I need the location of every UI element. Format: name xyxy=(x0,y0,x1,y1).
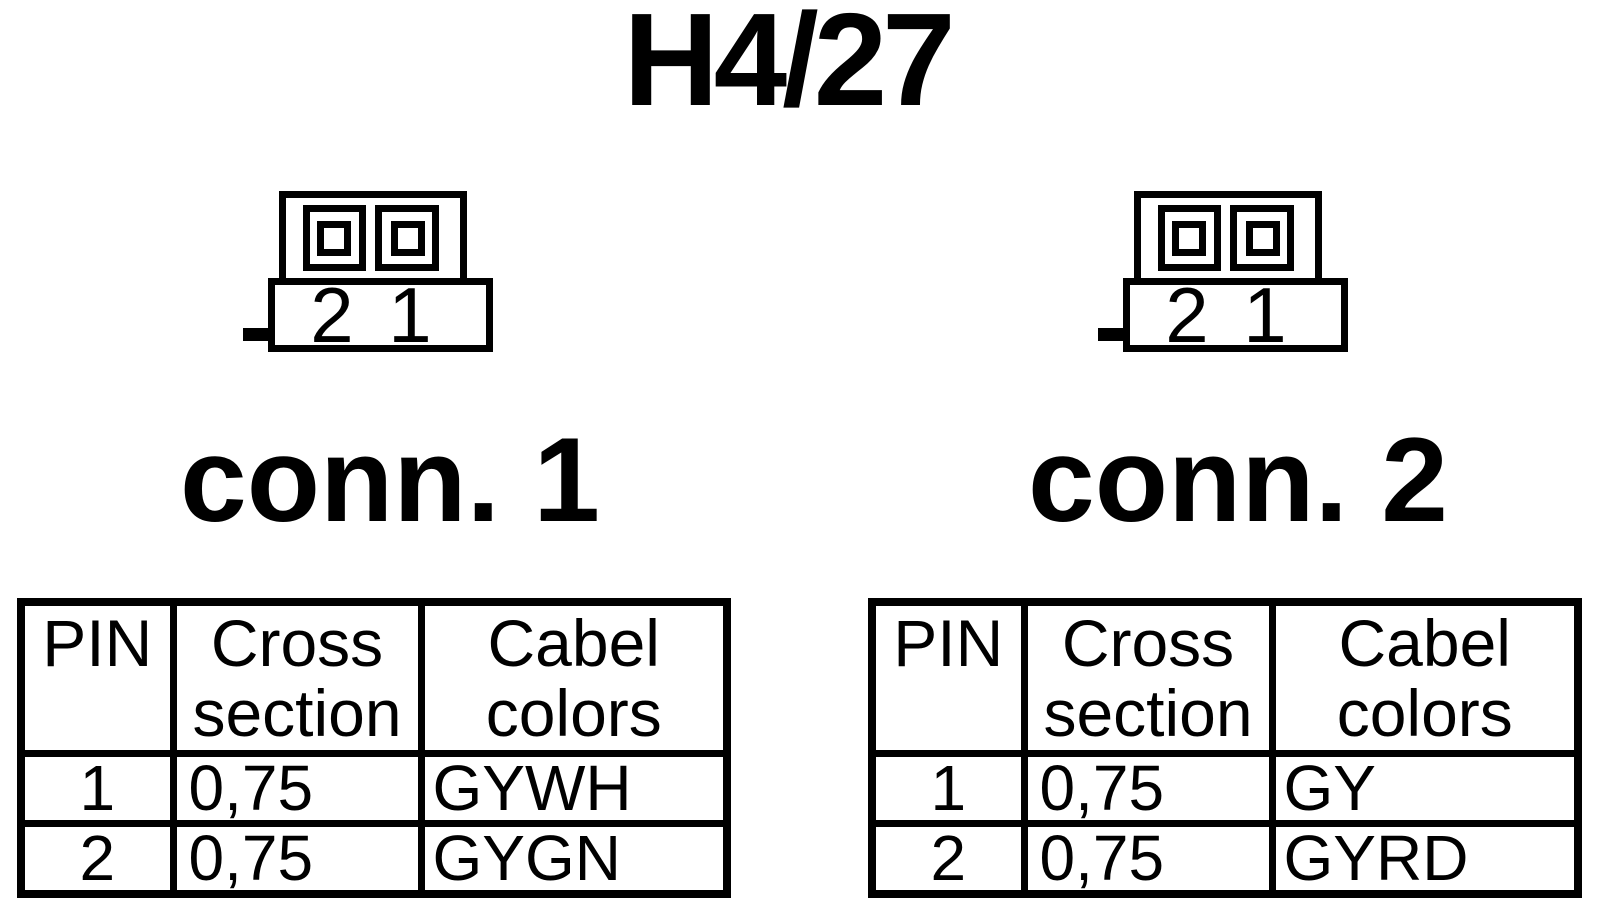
cross-section-cell: 0,75 xyxy=(169,819,425,898)
pin-cell: 1 xyxy=(868,749,1028,827)
connector-2-pin2-cavity-inner xyxy=(1172,221,1206,256)
cable-color-cell: GYWH xyxy=(417,749,731,827)
cable-color-cell: GYRD xyxy=(1268,819,1582,898)
header-line: Cross xyxy=(1061,606,1235,680)
table-row: 1 0,75 GYWH xyxy=(17,749,731,827)
pin-cell: 1 xyxy=(17,749,177,827)
connector-2-diagram: 2 1 xyxy=(1098,191,1348,352)
header-line: colors xyxy=(485,675,662,750)
header-line: Cabel xyxy=(1338,606,1511,680)
table-row: 2 0,75 GYRD xyxy=(868,819,1582,898)
col-header-pin: PIN xyxy=(868,598,1028,757)
connector-1-label: conn. 1 xyxy=(179,413,601,547)
connector-2-pin1-cavity-inner xyxy=(1246,221,1280,256)
connector-1-base xyxy=(268,278,493,352)
connector-2-pin-number-1: 1 xyxy=(1243,271,1286,352)
header-line: colors xyxy=(1336,675,1513,750)
connector-2-label: conn. 2 xyxy=(1027,413,1449,547)
pin-cell: 2 xyxy=(868,819,1028,898)
connector-1-pin2-cavity-inner xyxy=(317,221,351,256)
col-header-pin: PIN xyxy=(17,598,177,757)
connector-1-pin1-cavity-inner xyxy=(391,221,425,256)
cross-section-cell: 0,75 xyxy=(1020,819,1276,898)
cable-color-cell: GYGN xyxy=(417,819,731,898)
table-row: 1 0,75 GY xyxy=(868,749,1582,827)
header-line: section xyxy=(1043,675,1253,750)
connector-2-pin-number-2: 2 xyxy=(1165,271,1208,352)
cross-section-cell: 0,75 xyxy=(1020,749,1276,827)
table-row: 2 0,75 GYGN xyxy=(17,819,731,898)
header-line: Cabel xyxy=(487,606,660,680)
page-title: H4/27 xyxy=(623,0,955,133)
cross-section-cell: 0,75 xyxy=(169,749,425,827)
connector-1-latch-tab xyxy=(243,328,272,341)
cable-color-cell: GY xyxy=(1268,749,1582,827)
connector-1-pin-number-1: 1 xyxy=(388,271,431,352)
connector-1-pin-number-2: 2 xyxy=(310,271,353,352)
connector-1-diagram: 2 1 xyxy=(243,191,493,352)
header-line: section xyxy=(192,675,402,750)
connector-2-base xyxy=(1123,278,1348,352)
pin-cell: 2 xyxy=(17,819,177,898)
header-line: Cross xyxy=(210,606,384,680)
connector-2-latch-tab xyxy=(1098,328,1127,341)
